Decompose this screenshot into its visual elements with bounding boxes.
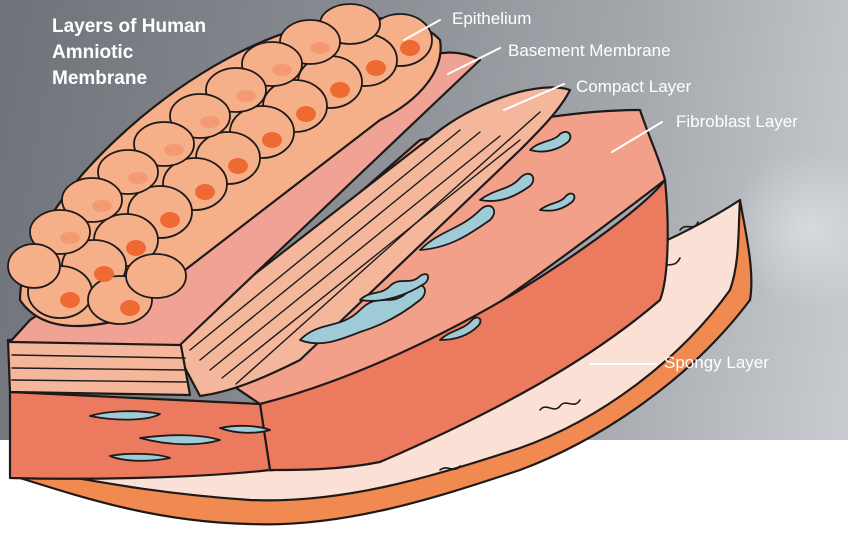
title-line-1: Layers of Human: [52, 14, 282, 40]
label-spongy-layer: Spongy Layer: [664, 353, 769, 373]
label-epithelium: Epithelium: [452, 9, 531, 29]
label-fibroblast-layer: Fibroblast Layer: [676, 112, 798, 132]
front-block: [10, 392, 270, 479]
label-compact-layer: Compact Layer: [576, 77, 691, 97]
title-line-2: Amniotic: [52, 40, 282, 66]
compact-layer-left: [8, 340, 190, 395]
title-line-3: Membrane: [52, 66, 282, 92]
diagram-title: Layers of Human Amniotic Membrane: [52, 14, 282, 92]
label-basement-membrane: Basement Membrane: [508, 41, 671, 61]
